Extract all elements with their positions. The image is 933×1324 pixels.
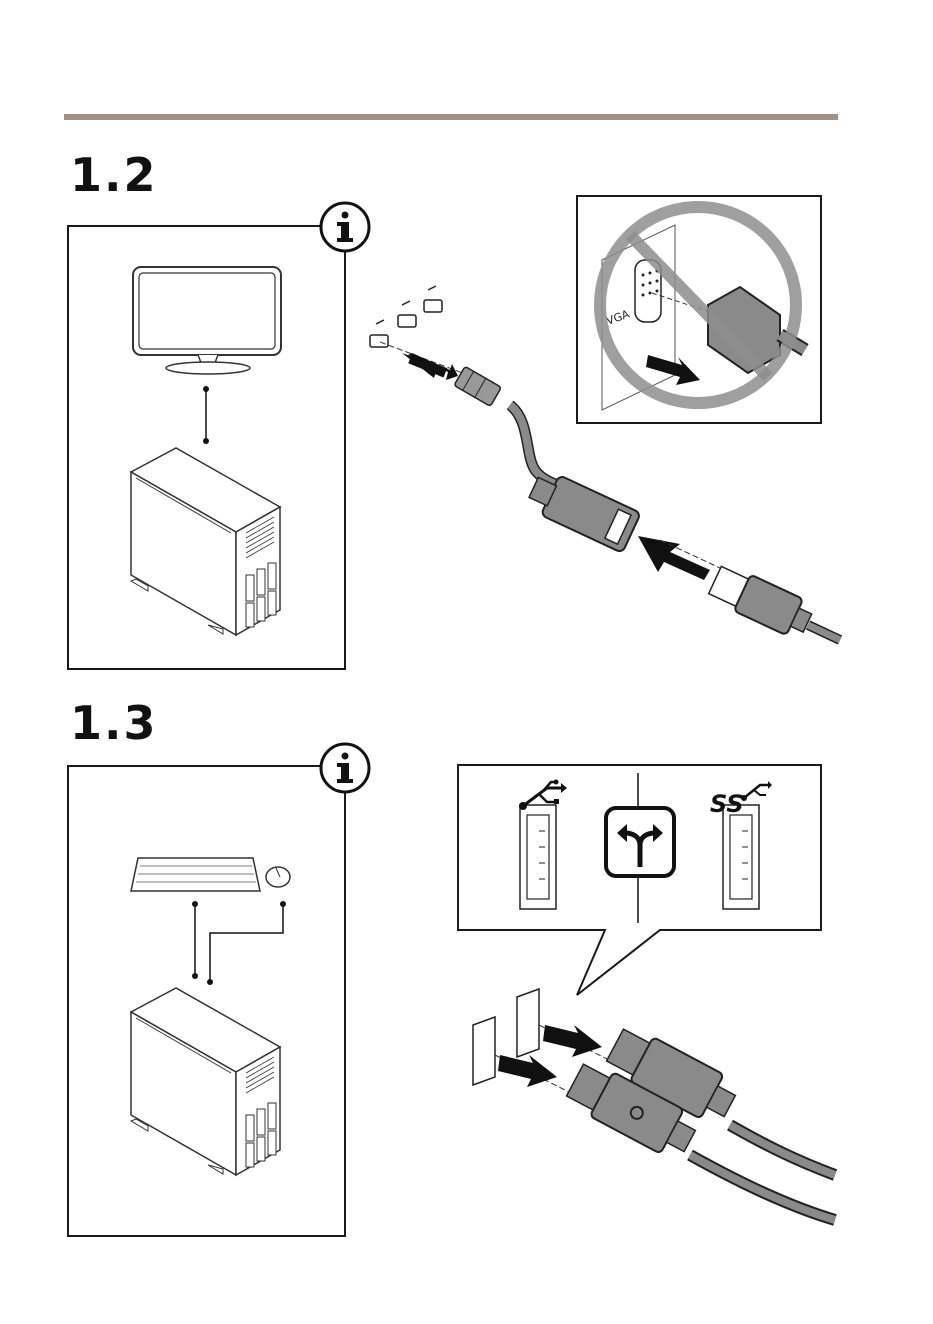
header-rule [64,114,838,120]
info-icon [318,200,372,254]
usb-plugs-illustration [465,985,835,1230]
connection-lines [185,898,295,988]
no-vga-illustration: VGA [590,205,810,415]
pc-tower-illustration [128,445,288,640]
info-icon [318,741,372,795]
svg-text:SS: SS [710,790,744,818]
monitor-illustration [130,265,285,380]
usb-symbol-icon [517,778,567,814]
pc-tower-illustration [128,985,288,1180]
connection-line [200,385,212,445]
step-number-1-2: 1.2 [70,152,158,198]
step-number-1-3: 1.3 [70,700,158,746]
usb-superspeed-icon: SS [708,776,772,816]
either-or-choice-icon [603,805,677,879]
keyboard-mouse-illustration [128,855,298,900]
